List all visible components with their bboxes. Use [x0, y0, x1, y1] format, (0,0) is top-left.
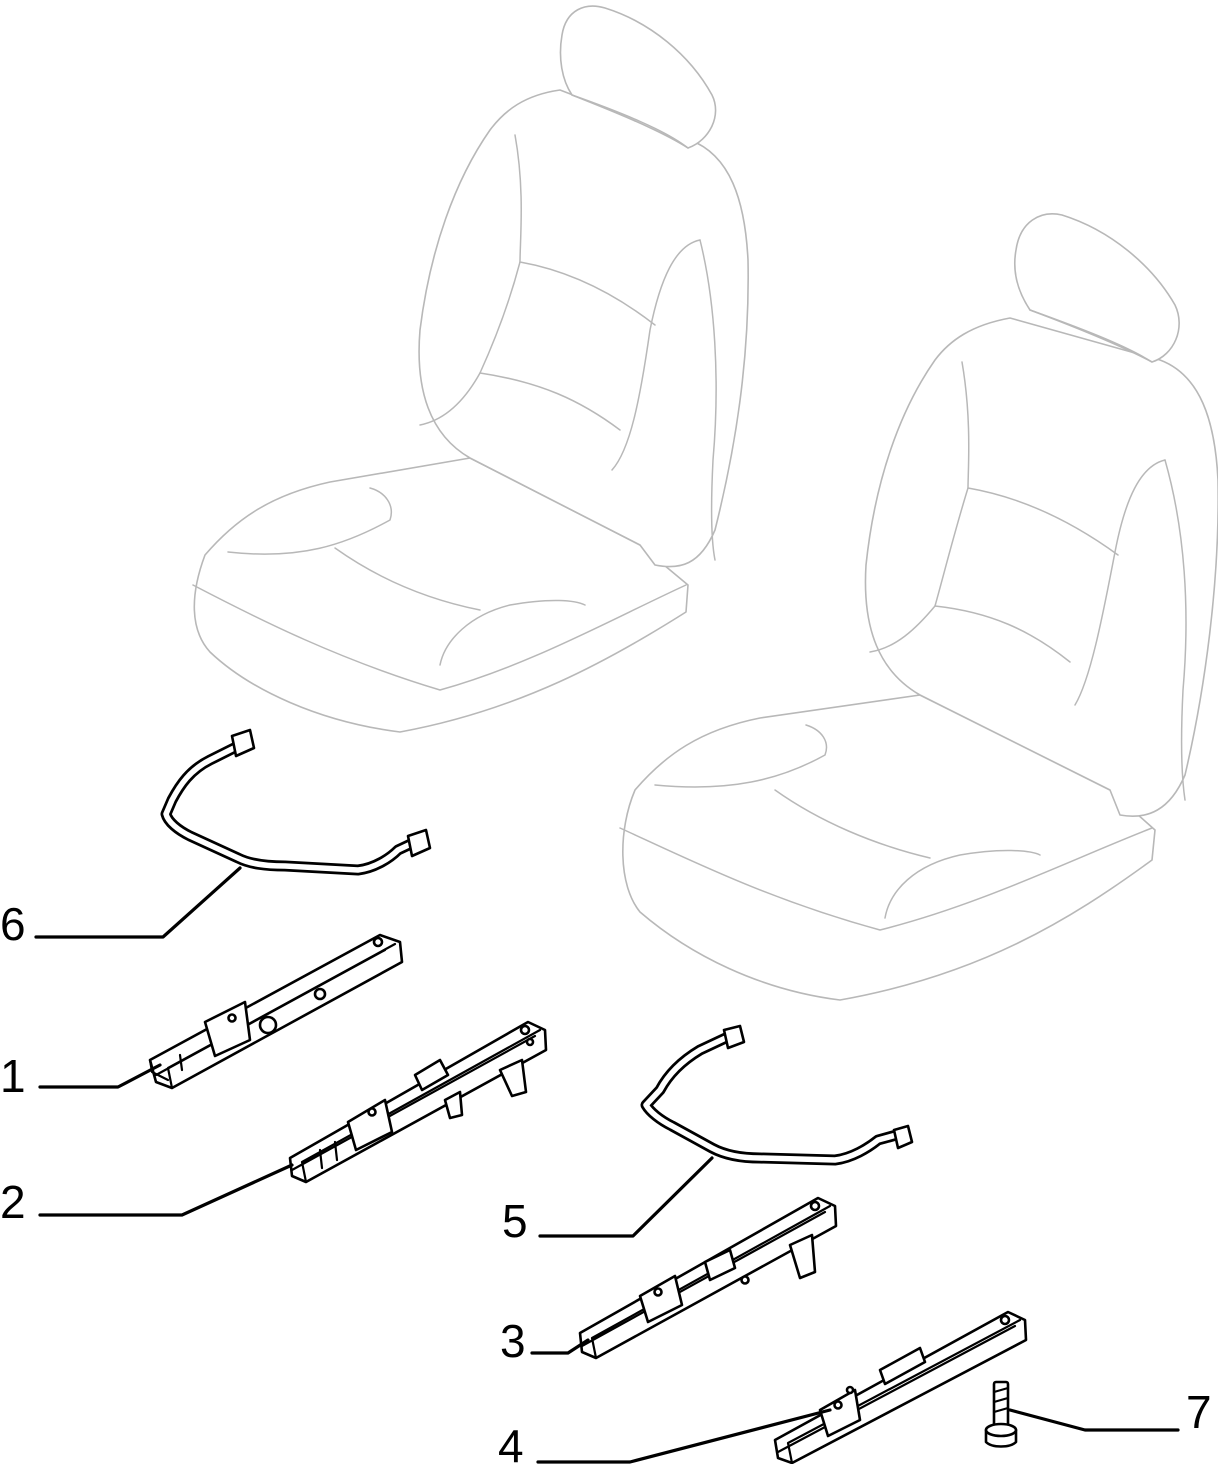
leader-2 [38, 1163, 294, 1217]
leader-5 [538, 1156, 714, 1238]
callout-4: 4 [498, 1420, 524, 1464]
part-4-rail [773, 1310, 1028, 1464]
leader-1 [38, 1063, 162, 1089]
part-7-bolt [984, 1380, 1018, 1448]
seat-left-ghost [192, 5, 749, 733]
part-3-rail [578, 1196, 838, 1360]
part-2-rail [288, 1020, 548, 1184]
part-6-bar [160, 728, 432, 876]
leader-3 [530, 1338, 590, 1355]
callout-3: 3 [500, 1315, 526, 1367]
leader-6 [34, 866, 242, 939]
leader-7 [1008, 1408, 1180, 1432]
callout-5: 5 [502, 1195, 528, 1247]
seat-right-ghost [619, 213, 1218, 1001]
part-1-rail [148, 933, 404, 1090]
leader-4 [536, 1408, 832, 1464]
callout-1: 1 [0, 1050, 26, 1102]
callout-2: 2 [0, 1176, 26, 1228]
callout-7: 7 [1186, 1386, 1212, 1438]
callout-6: 6 [0, 898, 26, 950]
part-5-bar [640, 1024, 914, 1166]
